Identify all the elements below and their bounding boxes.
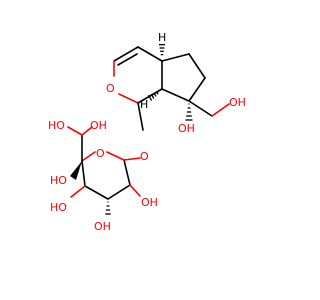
bond-c3-c7 — [188, 77, 206, 102]
atom-oh-c7: OH — [178, 122, 195, 135]
atom-oh-c5prime: HO — [50, 174, 67, 187]
hashed-bond-c3prime-oh — [105, 201, 111, 215]
structure-svg: O H H OH OH O O OH OH HO HO HO OH — [48, 31, 246, 233]
atom-oh-c2prime: OH — [141, 196, 158, 209]
atom-sugar-ring-o: O — [96, 147, 105, 160]
bond-c3prime-c4prime — [84, 185, 109, 200]
bond-o-pyran-c1 — [118, 93, 139, 104]
bond-ch2-oh — [211, 103, 230, 117]
bond-c2prime-c3prime — [107, 184, 131, 200]
atom-h-7a: H — [140, 98, 148, 111]
hashed-bond-c7-oh — [185, 103, 193, 121]
atom-o-pyran: O — [106, 82, 115, 95]
bond-c4prime-oh — [70, 185, 86, 198]
atom-glyco-o: O — [140, 150, 149, 163]
bond-diol-c-ho — [67, 126, 83, 136]
hashed-bond-c4a-h — [159, 44, 165, 56]
bond-ring-o-c1prime — [106, 151, 125, 161]
atom-h-4a: H — [158, 31, 166, 44]
bond-c7-c7a — [161, 88, 190, 102]
bond-c5-c6 — [113, 46, 139, 62]
atom-oh-c3prime: OH — [94, 220, 111, 233]
atom-oh-diol-right: OH — [90, 119, 107, 132]
bond-c5-c6-double — [117, 53, 138, 66]
bond-c5prime-ring-o — [81, 151, 96, 162]
bond-c4-c3 — [188, 53, 206, 79]
atom-oh-c4prime: HO — [50, 201, 67, 214]
bond-c4prime-c5prime — [81, 160, 86, 187]
hashed-bond-c7a-h — [148, 91, 159, 101]
atom-ch2oh: OH — [229, 96, 246, 109]
molecule-diagram: O H H OH OH O O OH OH HO HO HO OH — [48, 31, 246, 233]
bond-c1-c7a — [137, 88, 163, 104]
atom-oh-diol-left: HO — [48, 119, 65, 132]
bond-c2prime-oh — [129, 184, 141, 197]
bond-diol-c-oh — [81, 126, 93, 136]
bond-c1prime-c2prime — [123, 159, 131, 186]
wedge-c5prime-oh — [70, 161, 82, 180]
bond-glyco-o-c1prime — [123, 157, 141, 161]
bond-c4a-c5 — [137, 46, 163, 62]
bond-c1-glyco-o — [137, 102, 144, 131]
bond-c7-ch2 — [188, 100, 213, 117]
bond-c4a-c4 — [161, 53, 190, 62]
